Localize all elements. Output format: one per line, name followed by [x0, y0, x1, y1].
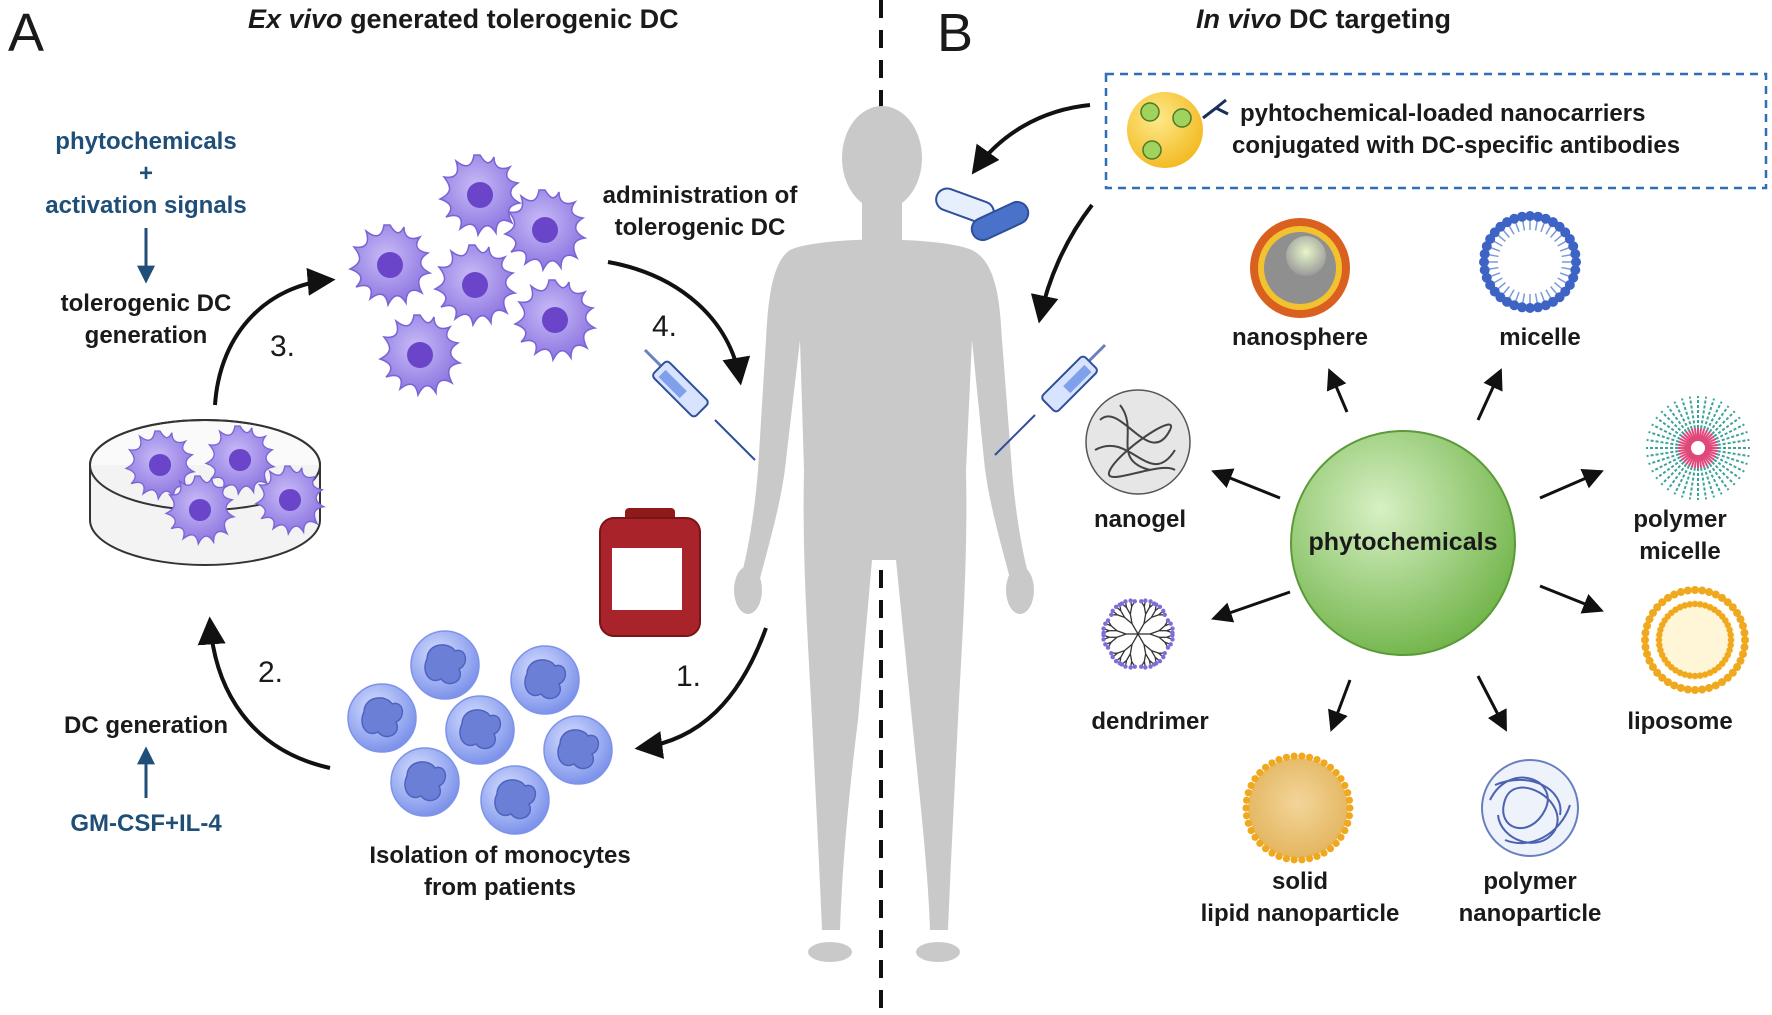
nanocarrier-label-line2: conjugated with DC-specific antibodies: [1232, 132, 1681, 159]
tolerogenic-dc-cluster: [349, 154, 596, 396]
nanogel-label: nanogel: [1093, 506, 1186, 533]
panel-b-title-italic: In vivo: [1196, 4, 1282, 34]
nanocarrier-icon: [1127, 92, 1229, 168]
liposome-icon: [1641, 586, 1749, 694]
step-3-number: 3.: [270, 330, 296, 363]
plus-sign: +: [138, 160, 153, 187]
arrow-step-3: [213, 267, 336, 406]
polymer-micelle-label-line1: polymer: [1633, 506, 1727, 533]
activation-signals-input: activation signals: [45, 192, 247, 219]
capsule-icon: [935, 187, 1030, 242]
administration-label-line2: tolerogenic DC: [614, 214, 786, 241]
arrow-to-syringe: [1030, 203, 1094, 324]
panel-b-letter: B: [937, 3, 974, 63]
step-2-number: 2.: [258, 656, 284, 689]
isolation-label-line1: Isolation of monocytes: [369, 842, 631, 869]
polymer-nanoparticle-icon: [1481, 759, 1579, 857]
nanocarrier-label-line1: pyhtochemical-loaded nanocarriers: [1240, 100, 1646, 127]
polymer-np-label-line2: nanoparticle: [1458, 900, 1602, 927]
gmcsf-il4-label: GM-CSF+IL-4: [70, 810, 222, 837]
nanogel-icon: [1085, 389, 1191, 495]
sln-label-line2: lipid nanoparticle: [1200, 900, 1400, 927]
nanosphere-label: nanosphere: [1231, 324, 1369, 351]
radial-arrows: [1211, 368, 1604, 732]
isolation-label-line2: from patients: [423, 874, 576, 901]
human-body-icon: [734, 106, 1034, 962]
monocyte-cluster: [347, 630, 613, 835]
panel-b-title-rest: DC targeting: [1281, 4, 1452, 34]
nanosphere-icon: [1250, 218, 1350, 318]
micelle-icon: [1479, 211, 1581, 313]
dc-generation-label: DC generation: [63, 712, 228, 739]
polymer-micelle-label-line2: micelle: [1639, 538, 1721, 565]
phytochemicals-input: phytochemicals: [55, 128, 237, 155]
arrow-step-1: [634, 627, 768, 759]
sln-label-line1: solid: [1271, 868, 1328, 895]
blood-bag-icon: [599, 508, 701, 637]
nanocarrier-box: [1104, 72, 1768, 190]
phytochemicals-center-label: phytochemicals: [1308, 528, 1498, 556]
panel-a-title-italic: Ex vivo: [248, 4, 343, 34]
panel-a-title-rest: generated tolerogenic DC: [342, 4, 679, 34]
panel-a-title: Ex vivo generated tolerogenic DC: [248, 4, 679, 35]
step-1-number: 1.: [676, 660, 702, 693]
dendrimer-icon: [1101, 598, 1175, 670]
administration-label-line1: administration of: [602, 182, 798, 209]
liposome-label: liposome: [1627, 708, 1733, 735]
polymer-micelle-icon: [1646, 396, 1750, 500]
arrow-step-2: [197, 616, 331, 770]
dendrimer-label: dendrimer: [1091, 708, 1209, 735]
step-4-number: 4.: [652, 310, 678, 343]
panel-a-letter: A: [8, 3, 45, 63]
arrow-to-capsule: [971, 103, 1091, 175]
micelle-label: micelle: [1499, 324, 1581, 351]
tolerogenic-dc-generation-line1: tolerogenic DC: [60, 290, 232, 317]
panel-b-title: In vivo DC targeting: [1196, 4, 1451, 35]
solid-lipid-nanoparticle-icon: [1242, 752, 1354, 864]
arrow-step-4: [607, 260, 751, 386]
polymer-np-label-line1: polymer: [1483, 868, 1577, 895]
phytochemicals-sphere: [1290, 430, 1516, 656]
tolerogenic-dc-generation-line2: generation: [84, 322, 208, 349]
